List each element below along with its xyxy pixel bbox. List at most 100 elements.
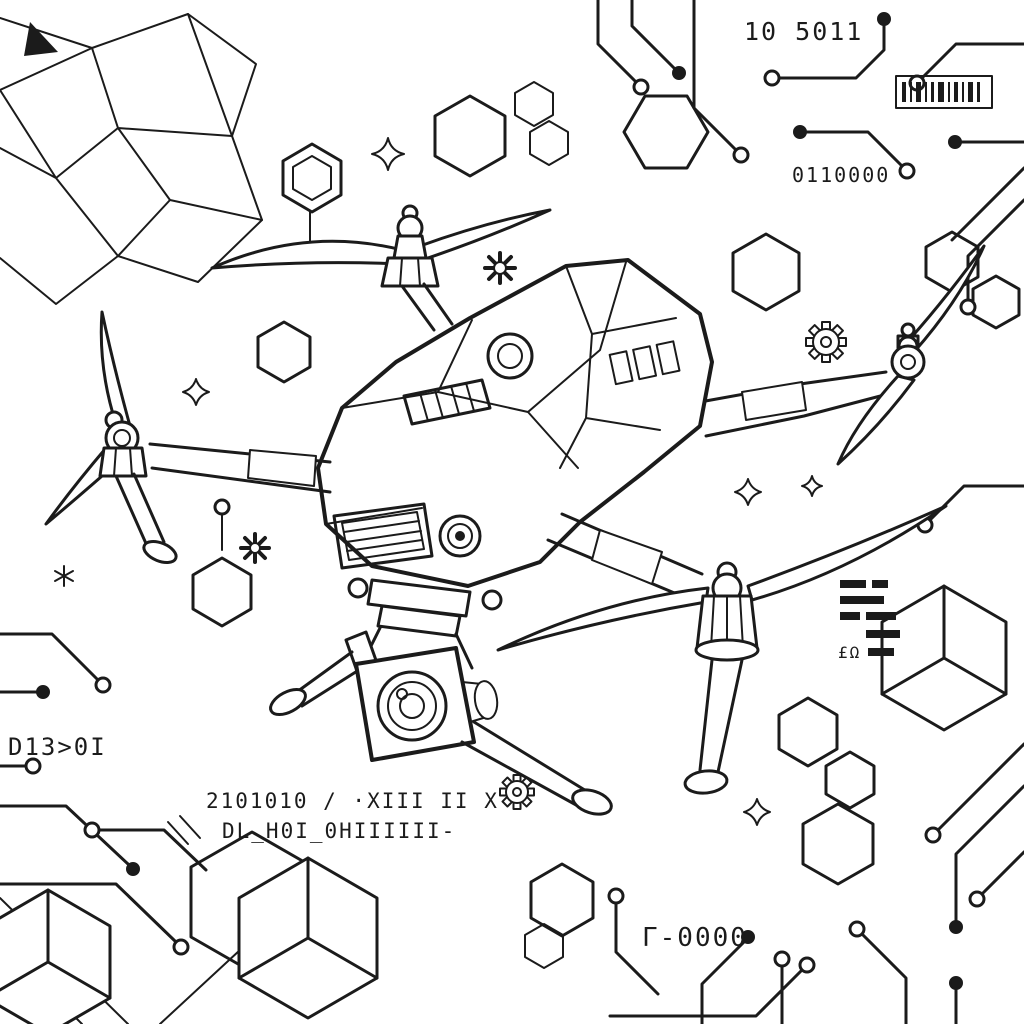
code-text-binary: 0110000 [792, 163, 890, 187]
circuit-node [948, 135, 962, 149]
circuit-node [924, 826, 942, 844]
motor-body [98, 446, 148, 478]
hexagon-nut-icon [281, 142, 343, 214]
landing-foot [142, 540, 178, 564]
landing-foot [571, 788, 613, 816]
camera-side-drum [473, 680, 499, 720]
code-text-center-1: 2101010 / ·XIII II X [206, 789, 499, 813]
polygon-mesh [0, 13, 263, 305]
propeller-rear-left [210, 204, 552, 332]
landing-leg [698, 658, 744, 774]
propeller-rear-right [698, 244, 986, 466]
landing-foot [269, 687, 307, 717]
circuit-node [126, 862, 140, 876]
landing-leg [460, 720, 590, 808]
arm-fairing [247, 449, 317, 487]
mesh-triangle [24, 22, 58, 56]
hexagon-trace-icon [622, 94, 710, 170]
propeller-front-right [496, 504, 948, 795]
circuit-node [798, 956, 816, 974]
hex-cube-icon [237, 856, 379, 1020]
hex-cube-decorations [0, 584, 1008, 1024]
circuit-node [949, 920, 963, 934]
propeller-blade [496, 586, 710, 652]
propeller-blade [836, 374, 916, 466]
asterisk-icon [54, 565, 74, 587]
landing-leg [292, 650, 364, 708]
hexagon-icon [731, 232, 801, 312]
spec-glyph-text: £Ω [838, 643, 861, 662]
circuit-node [94, 676, 112, 694]
circuit-node [968, 890, 986, 908]
barcode [895, 75, 993, 109]
circuit-node [83, 821, 101, 839]
propeller-front-left [44, 310, 332, 564]
propeller-blade [210, 239, 404, 270]
hex-cube-icon [880, 584, 1008, 732]
hexagon-icon [524, 923, 564, 969]
arm-fairing [591, 529, 663, 585]
motor-body [380, 256, 440, 288]
circuit-node [741, 930, 755, 944]
hexagon-icon [433, 94, 507, 178]
circuit-node [732, 146, 750, 164]
code-text-bottom-right: Γ-0000 [642, 923, 748, 953]
hexagon-nut-inner [292, 155, 332, 201]
motor-shaft [392, 234, 428, 260]
lens-glint [396, 688, 408, 700]
damper-ball [481, 589, 503, 611]
circuit-node [949, 976, 963, 990]
hexagon-icon [191, 556, 253, 628]
circuit-node [632, 78, 650, 96]
hatch-marks [167, 815, 201, 845]
hexagon-icon [529, 120, 569, 166]
circuit-node [24, 757, 42, 775]
circuit-top-right [596, 0, 1024, 316]
landing-foot [683, 769, 729, 795]
arm-fairing [741, 381, 807, 421]
code-text-center-2: DL_H0I_0HIIIIII- [222, 819, 456, 843]
drone-body [316, 258, 714, 588]
circuit-node [773, 950, 791, 968]
side-panels [608, 340, 681, 386]
propeller-blade [418, 208, 552, 262]
circuit-bottom-right [848, 484, 1024, 1024]
sparkle-decorations [54, 137, 823, 826]
hanging-dot [213, 498, 231, 516]
landing-leg [114, 472, 166, 550]
hexagon-icon [256, 320, 312, 384]
burst-icon [483, 251, 517, 285]
arm [400, 282, 454, 332]
gear-icon [805, 321, 847, 363]
code-text-top-right: 10 5011 [744, 17, 863, 46]
propeller-blade [746, 504, 948, 602]
circuit-node [898, 162, 916, 180]
circuit-node [607, 887, 625, 905]
propeller-blade [99, 310, 132, 428]
motor [890, 344, 926, 380]
circuit-left [0, 632, 208, 956]
sparkle-icon [743, 798, 771, 826]
circuit-node [848, 920, 866, 938]
hexagon-icon [777, 696, 839, 768]
sparkle-icon [371, 137, 405, 171]
front-grille [332, 502, 434, 570]
burst-icon [239, 532, 271, 564]
spinner-cap [900, 322, 916, 338]
circuit-node [959, 298, 977, 316]
circuit-node [672, 66, 686, 80]
circuit-node [172, 938, 190, 956]
hex-cube-icon [0, 888, 112, 1024]
hexagon-decorations [191, 81, 1021, 969]
body-facets [325, 261, 677, 525]
circuit-node [877, 12, 891, 26]
hexagon-icon [514, 81, 554, 127]
hexagon-icon [801, 802, 875, 886]
spec-block: £Ω [838, 580, 900, 662]
sparkle-icon [734, 478, 762, 506]
hexagon-icon [971, 274, 1021, 330]
camera-gimbal [269, 577, 613, 816]
sparkle-icon [801, 475, 823, 497]
code-text-left: D13>0I [8, 733, 107, 761]
